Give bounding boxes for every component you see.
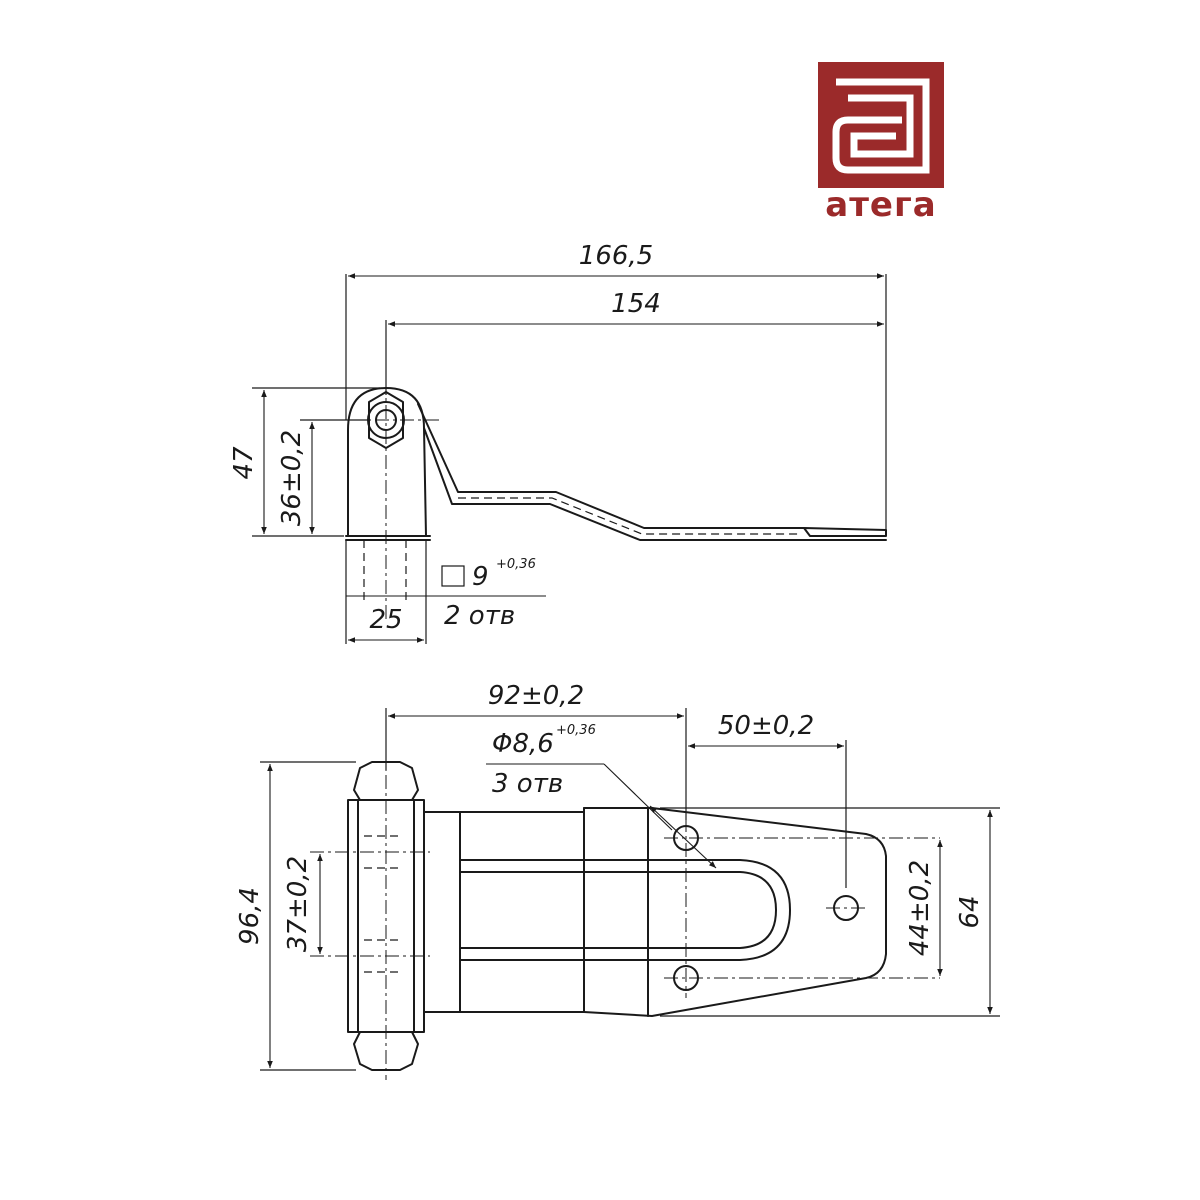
hinge-rib — [459, 859, 791, 961]
dim-plate-length: 154 — [611, 289, 661, 319]
top-view: 92±0,2 50±0,2 Φ8,6 +0,36 3 отв 37±0,2 — [235, 681, 1000, 1080]
dim-hole-spacing-x: 50±0,2 — [718, 711, 814, 741]
dim-overall-length: 166,5 — [579, 241, 653, 271]
dim-pivot-height: 36±0,2 — [277, 430, 307, 526]
hole-diameter: Φ8,6 — [492, 729, 554, 759]
hole-leader — [649, 805, 717, 869]
top-hex-nut-icon — [353, 761, 419, 801]
hinge-leaf-outline — [423, 807, 887, 1017]
bottom-hex-nut-icon — [353, 1031, 419, 1071]
dim-height: 47 — [229, 446, 259, 480]
dim-pivot-to-hole: 92±0,2 — [488, 681, 584, 711]
logo-glyph-icon — [832, 78, 930, 174]
hole-count: 3 отв — [492, 769, 563, 799]
logo-wordmark: атега — [825, 185, 936, 225]
hole-diameter-tolerance: +0,36 — [556, 723, 596, 738]
brand-logo: атега — [818, 62, 944, 225]
side-view: 166,5 154 47 36±0,2 — [229, 241, 887, 644]
dim-overall-width: 96,4 — [235, 887, 265, 945]
square-hole-icon — [441, 565, 465, 587]
square-hole-count: 2 отв — [444, 601, 515, 631]
dim-base-width: 25 — [369, 605, 402, 635]
dim-hole-spacing-y: 44±0,2 — [905, 860, 935, 956]
hinge-leaf-profile — [417, 403, 887, 537]
square-hole-tolerance: +0,36 — [496, 557, 536, 572]
dim-plate-width: 64 — [955, 895, 985, 928]
square-hole-size: 9 — [472, 562, 489, 592]
dim-base-hole-spacing: 37±0,2 — [283, 856, 313, 952]
